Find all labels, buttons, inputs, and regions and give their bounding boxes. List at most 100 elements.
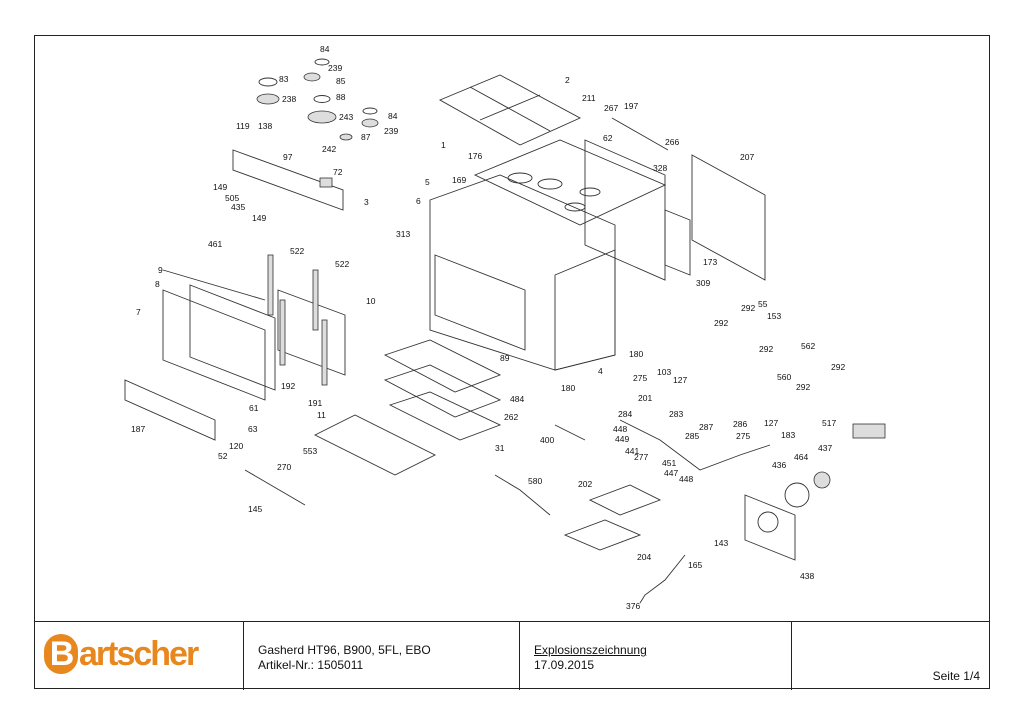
heat-shield bbox=[588, 484, 662, 516]
part-number-label: 464 bbox=[794, 452, 808, 462]
part-number-label: 5 bbox=[425, 177, 430, 187]
fan-wheel bbox=[813, 471, 831, 489]
baking-tray bbox=[383, 339, 502, 393]
document-type: Explosionszeichnung bbox=[534, 643, 647, 657]
burner-ring bbox=[313, 95, 331, 103]
part-number-label: 292 bbox=[796, 382, 810, 392]
part-number-label: 10 bbox=[366, 296, 376, 306]
part-number-label: 11 bbox=[317, 410, 326, 420]
door-strip bbox=[321, 319, 328, 386]
part-number-label: 275 bbox=[633, 373, 647, 383]
inner-glass bbox=[277, 289, 346, 376]
product-cell: Gasherd HT96, B900, 5FL, EBO Artikel-Nr.… bbox=[244, 622, 520, 690]
seal bbox=[162, 269, 266, 301]
part-number-label: 7 bbox=[136, 307, 141, 317]
fan-motor bbox=[852, 423, 886, 439]
part-number-label: 270 bbox=[277, 462, 291, 472]
part-number-label: 84 bbox=[320, 44, 330, 54]
part-number-label: 149 bbox=[252, 213, 266, 223]
part-number-label: 97 bbox=[283, 152, 293, 162]
part-number-label: 149 bbox=[213, 182, 227, 192]
part-number-label: 283 bbox=[669, 409, 683, 419]
part-number-label: 437 bbox=[818, 443, 832, 453]
part-number-label: 447 bbox=[664, 468, 678, 478]
part-number-label: 103 bbox=[657, 367, 671, 377]
burner-ring bbox=[258, 77, 278, 87]
burner-ring bbox=[362, 107, 378, 115]
part-number-label: 72 bbox=[333, 167, 343, 177]
part-number-label: 285 bbox=[685, 431, 699, 441]
part-number-label: 286 bbox=[733, 419, 747, 429]
part-number-label: 522 bbox=[290, 246, 304, 256]
part-number-label: 183 bbox=[781, 430, 795, 440]
part-number-label: 484 bbox=[510, 394, 524, 404]
part-number-label: 201 bbox=[638, 393, 652, 403]
door-glass bbox=[189, 284, 276, 391]
part-number-label: 517 bbox=[822, 418, 836, 428]
control-panel bbox=[232, 149, 344, 211]
part-number-label: 62 bbox=[603, 133, 613, 143]
part-number-label: 165 bbox=[688, 560, 702, 570]
part-number-label: 275 bbox=[736, 431, 750, 441]
strip bbox=[554, 424, 586, 441]
part-number-label: 119 bbox=[236, 121, 250, 131]
part-number-label: 89 bbox=[500, 353, 510, 363]
burner-head-small bbox=[339, 133, 353, 141]
gasket bbox=[312, 269, 319, 331]
part-number-label: 313 bbox=[396, 229, 410, 239]
heating-element bbox=[784, 482, 810, 508]
rod bbox=[611, 117, 669, 151]
part-number-label: 287 bbox=[699, 422, 713, 432]
part-number-label: 553 bbox=[303, 446, 317, 456]
oven-body bbox=[429, 174, 616, 371]
part-number-label: 448 bbox=[679, 474, 693, 484]
part-number-label: 448 bbox=[613, 424, 627, 434]
part-number-label: 243 bbox=[339, 112, 353, 122]
oven-door-frame bbox=[434, 254, 526, 351]
part-number-label: 169 bbox=[452, 175, 466, 185]
pan-support-grates bbox=[438, 74, 582, 146]
part-number-label: 328 bbox=[653, 163, 667, 173]
thermocouple-cable bbox=[639, 554, 686, 604]
door-handle-panel bbox=[124, 379, 216, 441]
part-number-label: 436 bbox=[772, 460, 786, 470]
part-number-label: 85 bbox=[336, 76, 346, 86]
part-number-label: 242 bbox=[322, 144, 336, 154]
part-number-label: 84 bbox=[388, 111, 398, 121]
part-number-label: 138 bbox=[258, 121, 272, 131]
part-number-label: 143 bbox=[714, 538, 728, 548]
part-number-label: 449 bbox=[615, 434, 629, 444]
part-number-label: 461 bbox=[208, 239, 222, 249]
part-number-label: 120 bbox=[229, 441, 243, 451]
part-number-label: 52 bbox=[218, 451, 228, 461]
heat-shield-2 bbox=[563, 519, 642, 551]
part-number-label: 61 bbox=[249, 403, 259, 413]
part-number-label: 6 bbox=[416, 196, 421, 206]
part-number-label: 560 bbox=[777, 372, 791, 382]
part-number-label: 262 bbox=[504, 412, 518, 422]
gasket bbox=[267, 254, 274, 316]
part-number-label: 204 bbox=[637, 552, 651, 562]
back-panel bbox=[584, 139, 666, 281]
rail bbox=[244, 469, 306, 506]
part-number-label: 267 bbox=[604, 103, 618, 113]
rear-cover bbox=[691, 154, 766, 281]
oven-rack bbox=[383, 364, 502, 418]
part-number-label: 239 bbox=[328, 63, 342, 73]
part-number-label: 31 bbox=[495, 443, 505, 453]
part-number-label: 522 bbox=[335, 259, 349, 269]
part-number-label: 238 bbox=[282, 94, 296, 104]
drawing-frame bbox=[34, 35, 990, 689]
part-number-label: 83 bbox=[279, 74, 289, 84]
part-number-label: 176 bbox=[468, 151, 482, 161]
product-name: Gasherd HT96, B900, 5FL, EBO bbox=[258, 643, 431, 657]
part-number-label: 239 bbox=[384, 126, 398, 136]
part-number-label: 580 bbox=[528, 476, 542, 486]
part-number-label: 9 bbox=[158, 265, 163, 275]
part-number-label: 438 bbox=[800, 571, 814, 581]
burner-ring bbox=[314, 58, 330, 66]
part-number-label: 400 bbox=[540, 435, 554, 445]
page-number: Seite 1/4 bbox=[932, 669, 980, 683]
